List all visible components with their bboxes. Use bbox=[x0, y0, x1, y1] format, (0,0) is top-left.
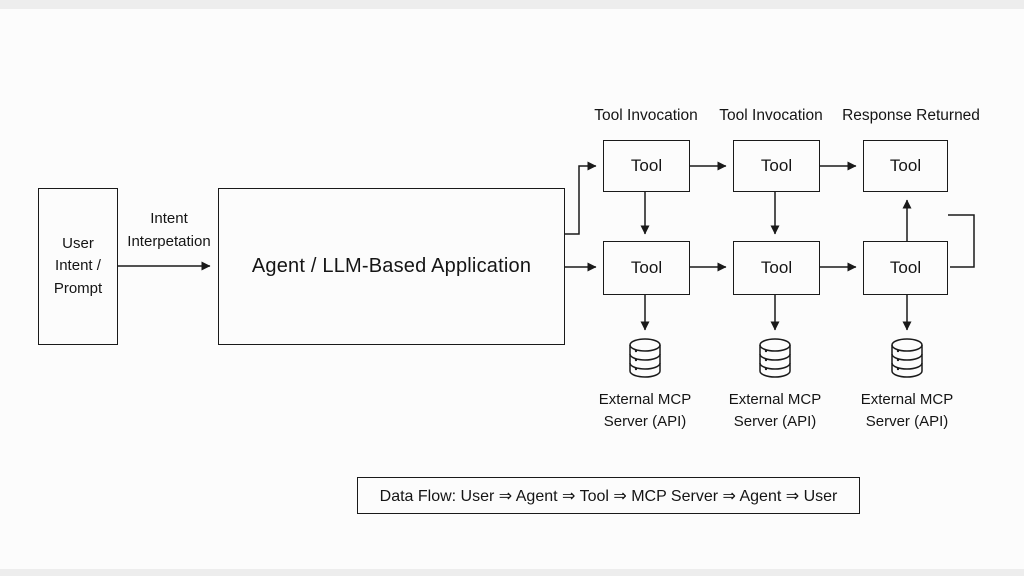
tool-box-top-3: Tool bbox=[863, 140, 948, 192]
intent-interpretation-label: Intent Interpetation bbox=[127, 210, 211, 250]
tool-label: Tool bbox=[630, 156, 663, 175]
mcp-server-label-2: External MCP Server (API) bbox=[728, 391, 822, 430]
data-flow-label: Data Flow: User ⇒ Agent ⇒ Tool ⇒ MCP Ser… bbox=[379, 487, 838, 505]
mcp-server-label-3: External MCP Server (API) bbox=[860, 391, 954, 430]
tool-box-bottom-3: Tool bbox=[863, 241, 948, 295]
tool-label: Tool bbox=[630, 258, 663, 277]
data-flow-legend: Data Flow: User ⇒ Agent ⇒ Tool ⇒ MCP Ser… bbox=[357, 477, 860, 514]
agent-label: Agent / LLM-Based Application bbox=[251, 255, 532, 277]
mcp-server-label-1: External MCP Server (API) bbox=[598, 391, 692, 430]
top-frame-strip bbox=[0, 0, 1024, 9]
tool-label: Tool bbox=[760, 156, 793, 175]
header-tool-invocation-1: Tool Invocation bbox=[594, 107, 698, 124]
user-intent-box: User Intent / Prompt bbox=[38, 188, 118, 345]
database-icon bbox=[753, 336, 797, 382]
header-response-returned: Response Returned bbox=[842, 107, 980, 124]
tool-box-top-2: Tool bbox=[733, 140, 820, 192]
tool-label: Tool bbox=[889, 258, 922, 277]
bottom-frame-strip bbox=[0, 569, 1024, 576]
database-icon bbox=[623, 336, 667, 382]
tool-label: Tool bbox=[889, 156, 922, 175]
connector-right-loop bbox=[948, 214, 975, 268]
header-tool-invocation-2: Tool Invocation bbox=[719, 107, 823, 124]
arrow-agent-to-top-tool1 bbox=[565, 161, 597, 235]
tool-box-top-1: Tool bbox=[603, 140, 690, 192]
agent-box: Agent / LLM-Based Application bbox=[218, 188, 565, 345]
tool-label: Tool bbox=[760, 258, 793, 277]
tool-box-bottom-2: Tool bbox=[733, 241, 820, 295]
tool-box-bottom-1: Tool bbox=[603, 241, 690, 295]
user-intent-label: User Intent / Prompt bbox=[53, 234, 103, 297]
database-icon bbox=[885, 336, 929, 382]
